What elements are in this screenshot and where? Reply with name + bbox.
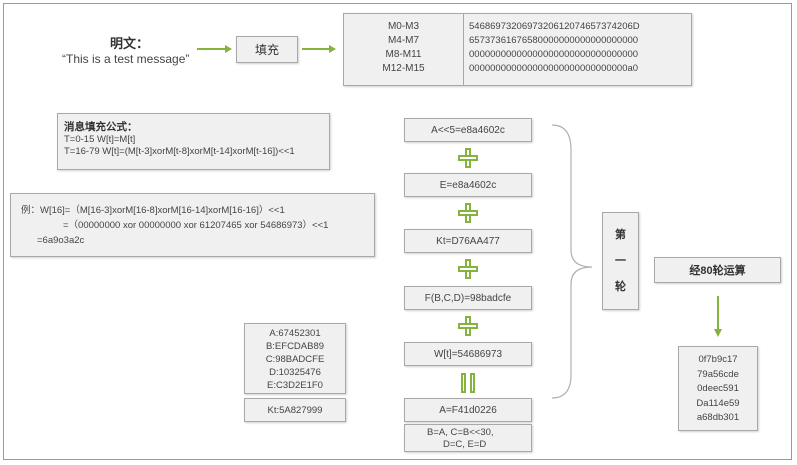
kt-constant-box: Kt:5A827999 — [244, 398, 346, 422]
formula-line-2: T=16-79 W[t]=(M[t-3]xorM[t-8]xorM[t-14]x… — [64, 146, 295, 157]
step-kt: Kt=D76AA477 — [404, 229, 532, 253]
plus-icon — [458, 203, 478, 223]
arrow-padding-to-blocks-head — [329, 45, 336, 53]
block-value: 00000000000000000000000000000000 — [469, 49, 639, 60]
equals-icon — [461, 373, 475, 393]
register-value: A:67452301 — [269, 328, 321, 339]
initial-registers-box: A:67452301 B:EFCDAB89 C:98BADCFE D:10325… — [244, 323, 346, 394]
padding-box: 填充 — [236, 36, 298, 63]
shift-line-2: D=C, E=D — [443, 439, 487, 450]
round-brace — [551, 124, 593, 399]
result-word: Da114e59 — [696, 397, 740, 409]
padding-formula-box: 消息填充公式： T=0-15 W[t]=M[t] T=16-79 W[t]=(M… — [57, 113, 330, 170]
step-e: E=e8a4602c — [404, 173, 532, 197]
plaintext-label: 明文： — [110, 36, 150, 51]
register-value: C:98BADCFE — [265, 354, 325, 365]
first-round-label: 第一轮 — [615, 229, 626, 293]
example-line-1: 例：W[16]=（M[16-3]xorM[16-8]xorM[16-14]xor… — [21, 205, 285, 216]
after-80-rounds-box: 经80轮运算 — [654, 257, 781, 283]
message-blocks-table: M0-M3 M4-M7 M8-M11 M12-M15 5468697320697… — [343, 13, 692, 86]
blocks-label-column: M0-M3 M4-M7 M8-M11 M12-M15 — [344, 20, 463, 76]
result-word: 0f7b9c17 — [698, 354, 738, 365]
formula-line-1: T=0-15 W[t]=M[t] — [64, 134, 136, 145]
block-value: 65737361676580000000000000000000 — [469, 35, 639, 46]
plus-icon — [458, 316, 478, 336]
register-value: E:C3D2E1F0 — [267, 380, 323, 391]
arrow-to-result-head — [714, 329, 722, 337]
result-hash-box: 0f7b9c17 79a56cde 0deec591 Da114e59 a68d… — [678, 346, 758, 431]
formula-title: 消息填充公式： — [64, 121, 138, 133]
shift-line-1: B=A, C=B<<30, — [427, 427, 494, 438]
diagram-frame — [3, 3, 792, 460]
arrow-plaintext-to-padding-head — [225, 45, 232, 53]
first-round-box: 第一轮 — [602, 212, 639, 310]
example-line-2: =（00000000 xor 00000000 xor 61207465 xor… — [63, 220, 329, 231]
register-value: B:EFCDAB89 — [265, 341, 325, 352]
result-word: 79a56cde — [697, 368, 739, 380]
plus-icon — [458, 148, 478, 168]
block-label: M12-M15 — [382, 63, 425, 74]
block-label: M8-M11 — [385, 49, 422, 60]
step-rotate-a: A<<5=e8a4602c — [404, 118, 532, 142]
example-line-3: =6a9o3a2c — [37, 235, 85, 246]
step-result-a: A=F41d0226 — [404, 398, 532, 422]
step-w: W[t]=54686973 — [404, 342, 532, 366]
plaintext-message: “This is a test message” — [62, 52, 190, 66]
blocks-value-column: 5468697320697320612074657374206D 6573736… — [469, 20, 689, 76]
blocks-divider — [463, 14, 464, 85]
block-label: M0-M3 — [387, 21, 420, 32]
block-value: 000000000000000000000000000000a0 — [469, 63, 639, 74]
plus-icon — [458, 259, 478, 279]
block-label: M4-M7 — [387, 35, 420, 46]
block-value: 5468697320697320612074657374206D — [469, 21, 640, 32]
result-word: 0deec591 — [697, 383, 739, 394]
shift-registers-box: B=A, C=B<<30, D=C, E=D — [404, 424, 532, 452]
register-value: D:10325476 — [269, 367, 321, 378]
example-box: 例：W[16]=（M[16-3]xorM[16-8]xorM[16-14]xor… — [10, 193, 375, 257]
step-f-function: F(B,C,D)=98badcfe — [404, 286, 532, 310]
result-word: a68db301 — [696, 412, 740, 423]
